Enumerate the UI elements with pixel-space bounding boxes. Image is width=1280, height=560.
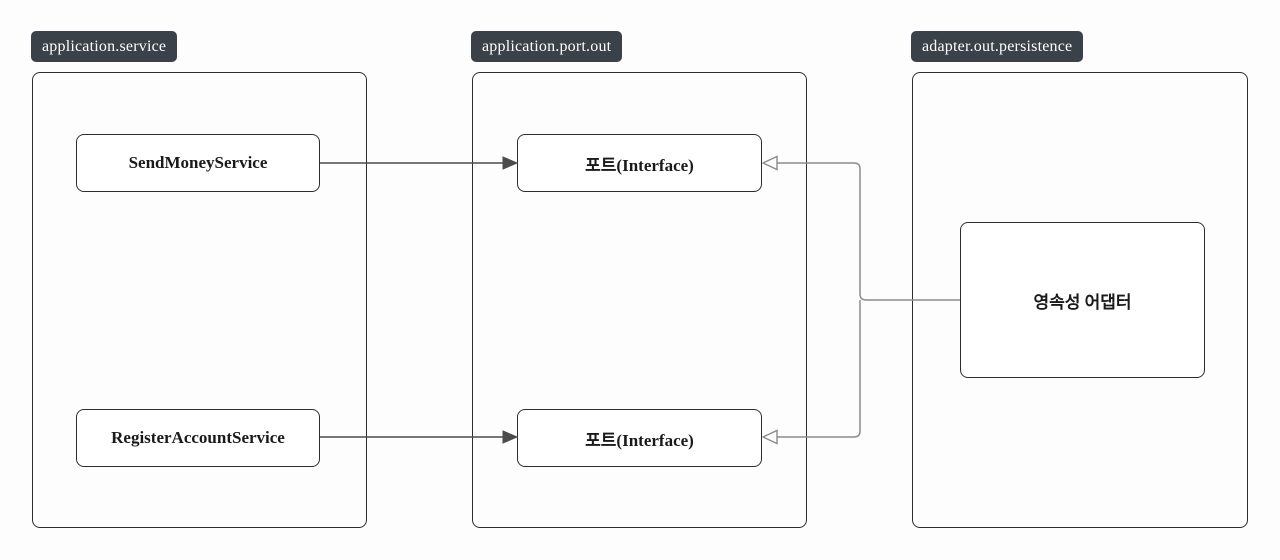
package-badge-application-port-out: application.port.out bbox=[471, 31, 623, 62]
package-badge-adapter-out-persistence: adapter.out.persistence bbox=[911, 31, 1084, 62]
package-badge-label: application.port.out bbox=[482, 37, 612, 55]
package-badge-application-service: application.service bbox=[31, 31, 178, 62]
node-port-interface-bottom: 포트(Interface) bbox=[517, 409, 762, 467]
node-label: 영속성 어댑터 bbox=[1033, 292, 1132, 312]
node-label: 포트(Interface) bbox=[585, 155, 694, 175]
package-badge-label: adapter.out.persistence bbox=[922, 37, 1073, 55]
node-persistence-adapter: 영속성 어댑터 bbox=[960, 222, 1205, 378]
package-badge-label: application.service bbox=[42, 37, 167, 55]
node-label: RegisterAccountService bbox=[111, 428, 285, 447]
node-register-account-service: RegisterAccountService bbox=[76, 409, 320, 467]
package-container-application-service bbox=[32, 72, 367, 528]
node-send-money-service: SendMoneyService bbox=[76, 134, 320, 192]
node-label: 포트(Interface) bbox=[585, 430, 694, 450]
node-label: SendMoneyService bbox=[128, 153, 268, 172]
node-port-interface-top: 포트(Interface) bbox=[517, 134, 762, 192]
